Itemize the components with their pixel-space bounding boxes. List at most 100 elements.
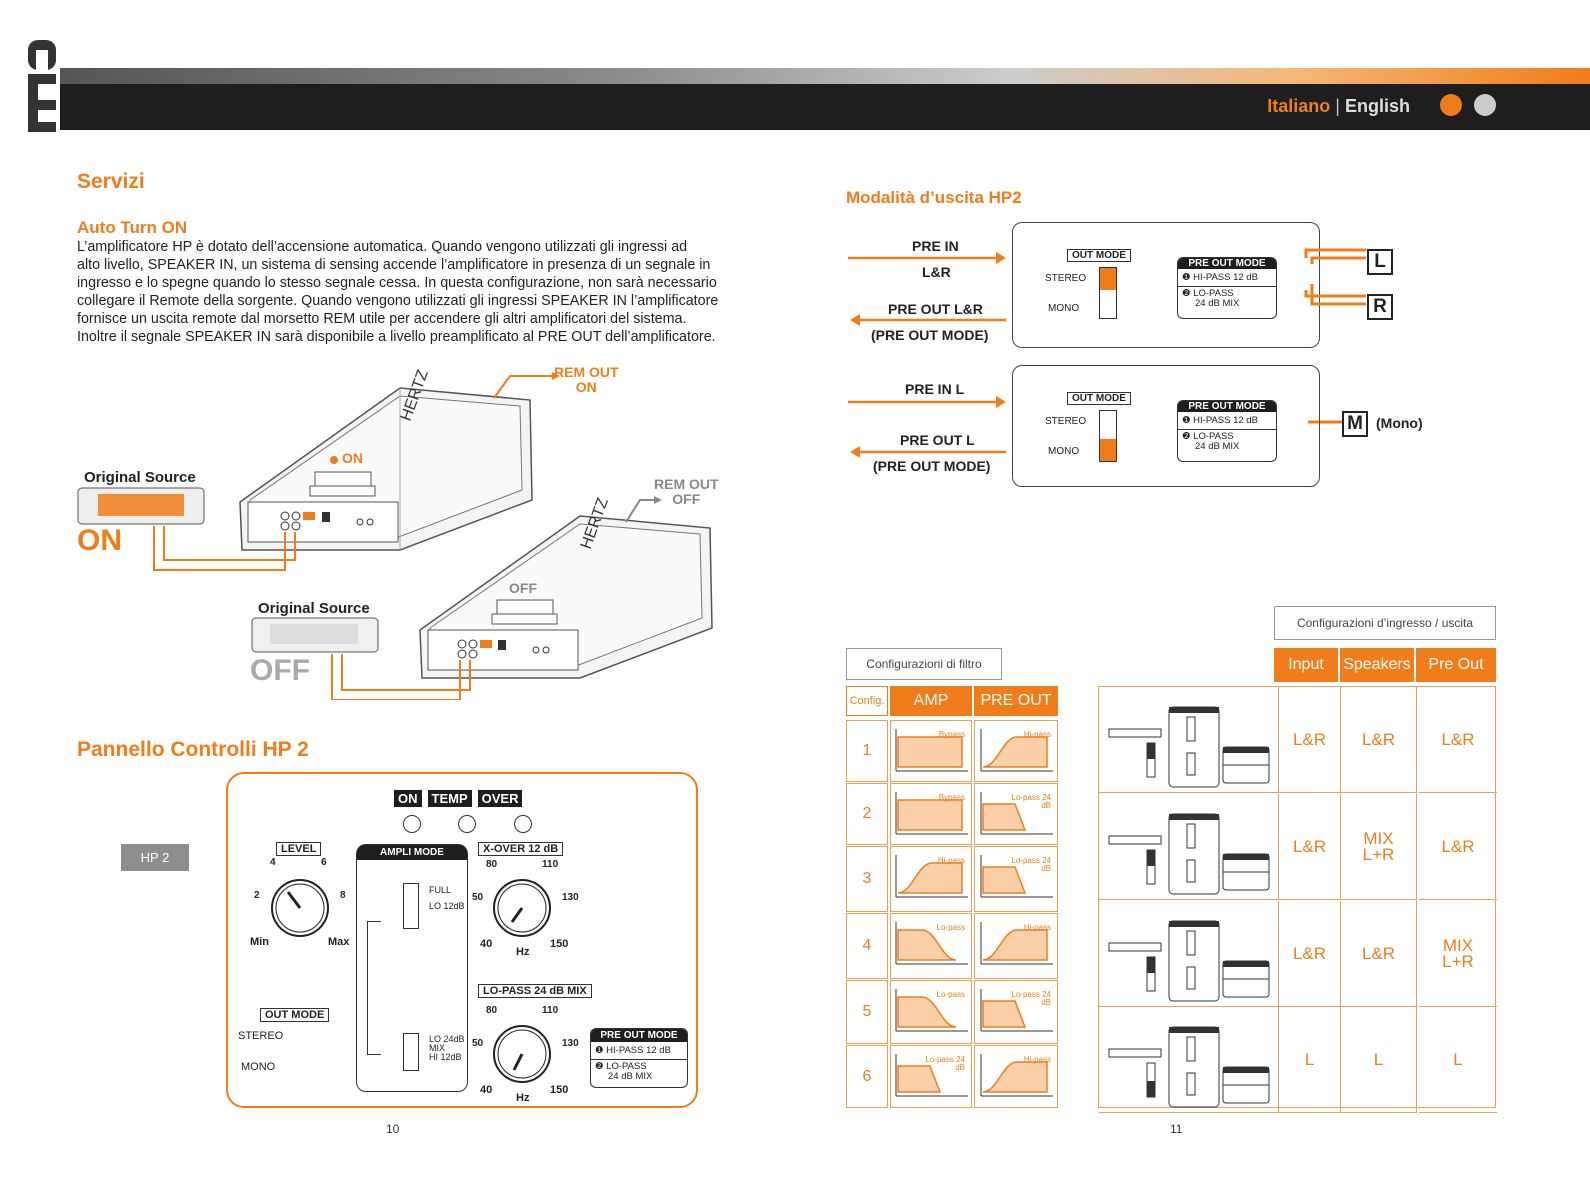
output-R-box: R [1367, 294, 1393, 320]
led-label-temp: TEMP [427, 790, 472, 807]
out-mode-label: OUT MODE [260, 1008, 330, 1022]
lopass-tick-80: 80 [486, 1005, 498, 1016]
xover-tick-150: 150 [550, 938, 569, 950]
full-label: FULL [429, 885, 452, 895]
ampli-mode-switch-top[interactable] [403, 883, 419, 929]
panel-section-title: Pannello Controlli HP 2 [77, 738, 309, 761]
diag1-lr: L&R [922, 264, 951, 280]
io-value-cell: L [1419, 1007, 1497, 1113]
xover-knob[interactable] [488, 874, 556, 942]
stereo-label[interactable]: STEREO [238, 1030, 284, 1042]
rem-out-on-line1: REM OUT [554, 364, 619, 380]
level-tick-6: 6 [321, 857, 327, 868]
orange-dot-icon[interactable] [1440, 94, 1462, 116]
filter-header-amp: AMP [890, 686, 972, 716]
original-source-label-on: Original Source [84, 469, 196, 486]
mono-label[interactable]: MONO [241, 1061, 276, 1073]
output-M-box: M [1342, 411, 1368, 437]
lo12-label: LO 12dB [429, 901, 465, 911]
lopass-label: LO-PASS 24 dB MIX [478, 984, 592, 998]
filter-type-label: Hi-pass [1023, 730, 1051, 739]
led-temp-indicator [458, 815, 476, 833]
ampli-mode-switch-bottom[interactable] [403, 1033, 419, 1071]
xover-tick-50: 50 [472, 892, 484, 903]
filter-header-preout: PRE OUT [974, 686, 1058, 716]
output-mode-diagram-1: OUT MODE STEREO MONO PRE OUT MODE ❶ HI-P… [1012, 222, 1320, 348]
hipass12-text: HI-PASS 12 dB [1193, 415, 1258, 426]
mono-note: (Mono) [1376, 415, 1423, 431]
ampli-mode-link [367, 921, 381, 1055]
off-big-label: OFF [250, 654, 310, 687]
rem-out-on-label: REM OUT ON [554, 365, 619, 395]
led-label-on: ON [394, 790, 422, 807]
control-panel: ON TEMP OVER LEVEL 4 6 2 8 Min Max OUT M… [226, 772, 698, 1108]
filter-config-label: Configurazioni di filtro [846, 648, 1002, 680]
xover-hz: Hz [516, 946, 530, 958]
diag2-pre-out: PRE OUT L [900, 432, 975, 448]
led-labels: ON TEMP OVER [394, 790, 523, 807]
hipass12-text: HI-PASS 12 dB [606, 1045, 671, 1056]
filter-type-label: Bypass [938, 793, 965, 802]
page-number-left: 10 [386, 1122, 400, 1136]
hp2-tag: HP 2 [121, 844, 189, 871]
diag1-pre-out-mode: (PRE OUT MODE) [871, 327, 989, 343]
right-section-title: Modalità d’uscita HP2 [846, 188, 1022, 207]
filter-amp-cell: Bypass [890, 783, 972, 845]
output-mode-diagram-2: OUT MODE STEREO MONO PRE OUT MODE ❶ HI-P… [1012, 365, 1320, 487]
hp-logo [22, 40, 62, 132]
lopass-tick-40: 40 [480, 1084, 493, 1096]
rem-out-on-line2: ON [575, 379, 597, 395]
lang-italiano[interactable]: Italiano [1267, 96, 1331, 116]
out-mode-label: OUT MODE [1067, 249, 1131, 262]
lopass-tick-150: 150 [550, 1084, 569, 1096]
filter-amp-cell: Lo-pass [890, 913, 972, 979]
io-value-cell: L&R [1279, 794, 1341, 900]
io-value-cell: L&R [1341, 687, 1417, 793]
pre-out-option-1: ❶ HI-PASS 12 dB [591, 1042, 687, 1060]
filter-row-number: 4 [846, 913, 888, 979]
io-panel-thumbnail [1099, 901, 1279, 1007]
level-knob[interactable] [266, 874, 334, 942]
xover-label: X-OVER 12 dB [478, 842, 564, 856]
filter-preout-cell: Lo-pass 24 dB [974, 783, 1058, 845]
lang-english[interactable]: English [1344, 96, 1410, 116]
language-switch[interactable]: Italiano | English [1267, 96, 1410, 117]
lopass-a-text: LO-PASS [1193, 431, 1234, 442]
filter-row-number: 1 [846, 720, 888, 782]
diag1-pre-out: PRE OUT L&R [888, 301, 983, 317]
original-source-label-off: Original Source [258, 600, 370, 617]
filter-row-number: 3 [846, 846, 888, 912]
output-mode-arrows [848, 248, 1366, 458]
paragraph-line: ingresso e lo spegne quando lo stesso se… [77, 275, 717, 291]
xover-tick-80: 80 [486, 859, 498, 870]
filter-preout-cell: Hi-pass [974, 913, 1058, 979]
diag1-pre-in: PRE IN [912, 238, 959, 254]
header-gradient [60, 68, 1590, 84]
rem-out-off-line1: REM OUT [654, 476, 719, 492]
level-label: LEVEL [276, 842, 322, 856]
led-on-indicator [403, 815, 421, 833]
level-tick-max: Max [328, 936, 350, 948]
lopass-b-text: 24 dB MIX [1195, 441, 1240, 452]
filter-type-label: Hi-pass [937, 856, 965, 865]
lopass-b-text: 24 dB MIX [608, 1071, 653, 1082]
io-value-cell: L [1341, 1007, 1417, 1113]
paragraph-line: fornisce un uscita remote dal morsetto R… [77, 311, 687, 327]
out-mode-label: OUT MODE [1067, 392, 1131, 405]
filter-type-label: Hi-pass [1023, 1055, 1051, 1064]
rem-out-off-line2: OFF [672, 491, 701, 507]
lo24-text: LO 24dB [429, 1034, 465, 1044]
lopass-knob[interactable] [488, 1020, 556, 1088]
grey-dot-icon[interactable] [1474, 94, 1496, 116]
out-mode-switch [1099, 267, 1117, 319]
filter-type-label: Bypass [938, 730, 965, 739]
filter-preout-cell: Hi-pass [974, 1045, 1058, 1108]
ampli-mode-label: AMPLI MODE [357, 845, 467, 860]
io-header-input: Input [1274, 648, 1338, 682]
header-bar [60, 84, 1590, 130]
filter-amp-cell: Lo-pass [890, 980, 972, 1044]
lang-separator: | [1335, 96, 1340, 116]
